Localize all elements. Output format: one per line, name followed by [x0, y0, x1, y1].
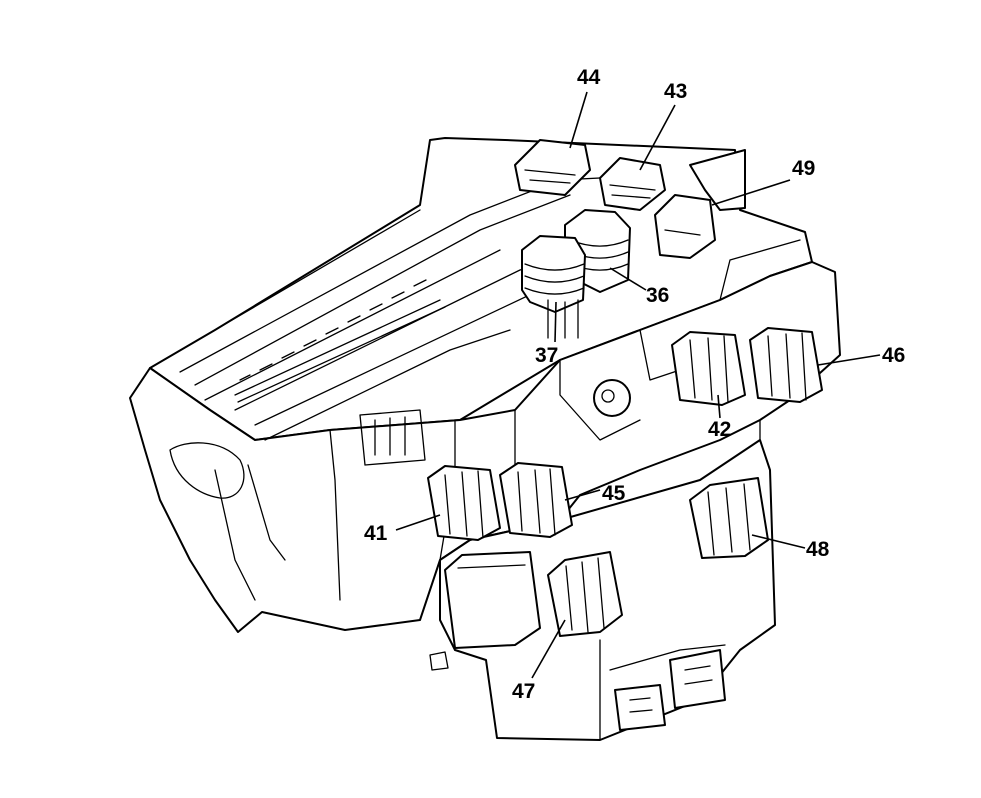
callout-44: 44	[577, 66, 601, 89]
callout-47: 47	[512, 680, 535, 703]
callout-41: 41	[364, 522, 388, 545]
callout-43: 43	[664, 80, 687, 103]
leader-lines	[395, 91, 881, 679]
callout-37: 37	[535, 344, 558, 367]
housing	[129, 137, 841, 741]
component-49	[654, 194, 716, 259]
callout-48: 48	[806, 538, 830, 561]
component-37	[521, 235, 586, 339]
component-47	[444, 551, 623, 649]
component-44	[514, 139, 591, 196]
component-41	[427, 465, 501, 541]
callout-36: 36	[646, 284, 669, 307]
callout-45: 45	[602, 482, 626, 505]
component-46	[749, 327, 823, 403]
component-45	[499, 462, 573, 538]
callout-46: 46	[882, 344, 905, 367]
component-48	[689, 477, 769, 559]
components	[427, 139, 823, 649]
callouts: 44 43 49 36 37 46 42 45 41 48 47	[364, 66, 905, 703]
component-42	[671, 331, 746, 406]
callout-42: 42	[708, 418, 731, 441]
callout-49: 49	[792, 157, 815, 180]
component-43	[599, 157, 666, 211]
